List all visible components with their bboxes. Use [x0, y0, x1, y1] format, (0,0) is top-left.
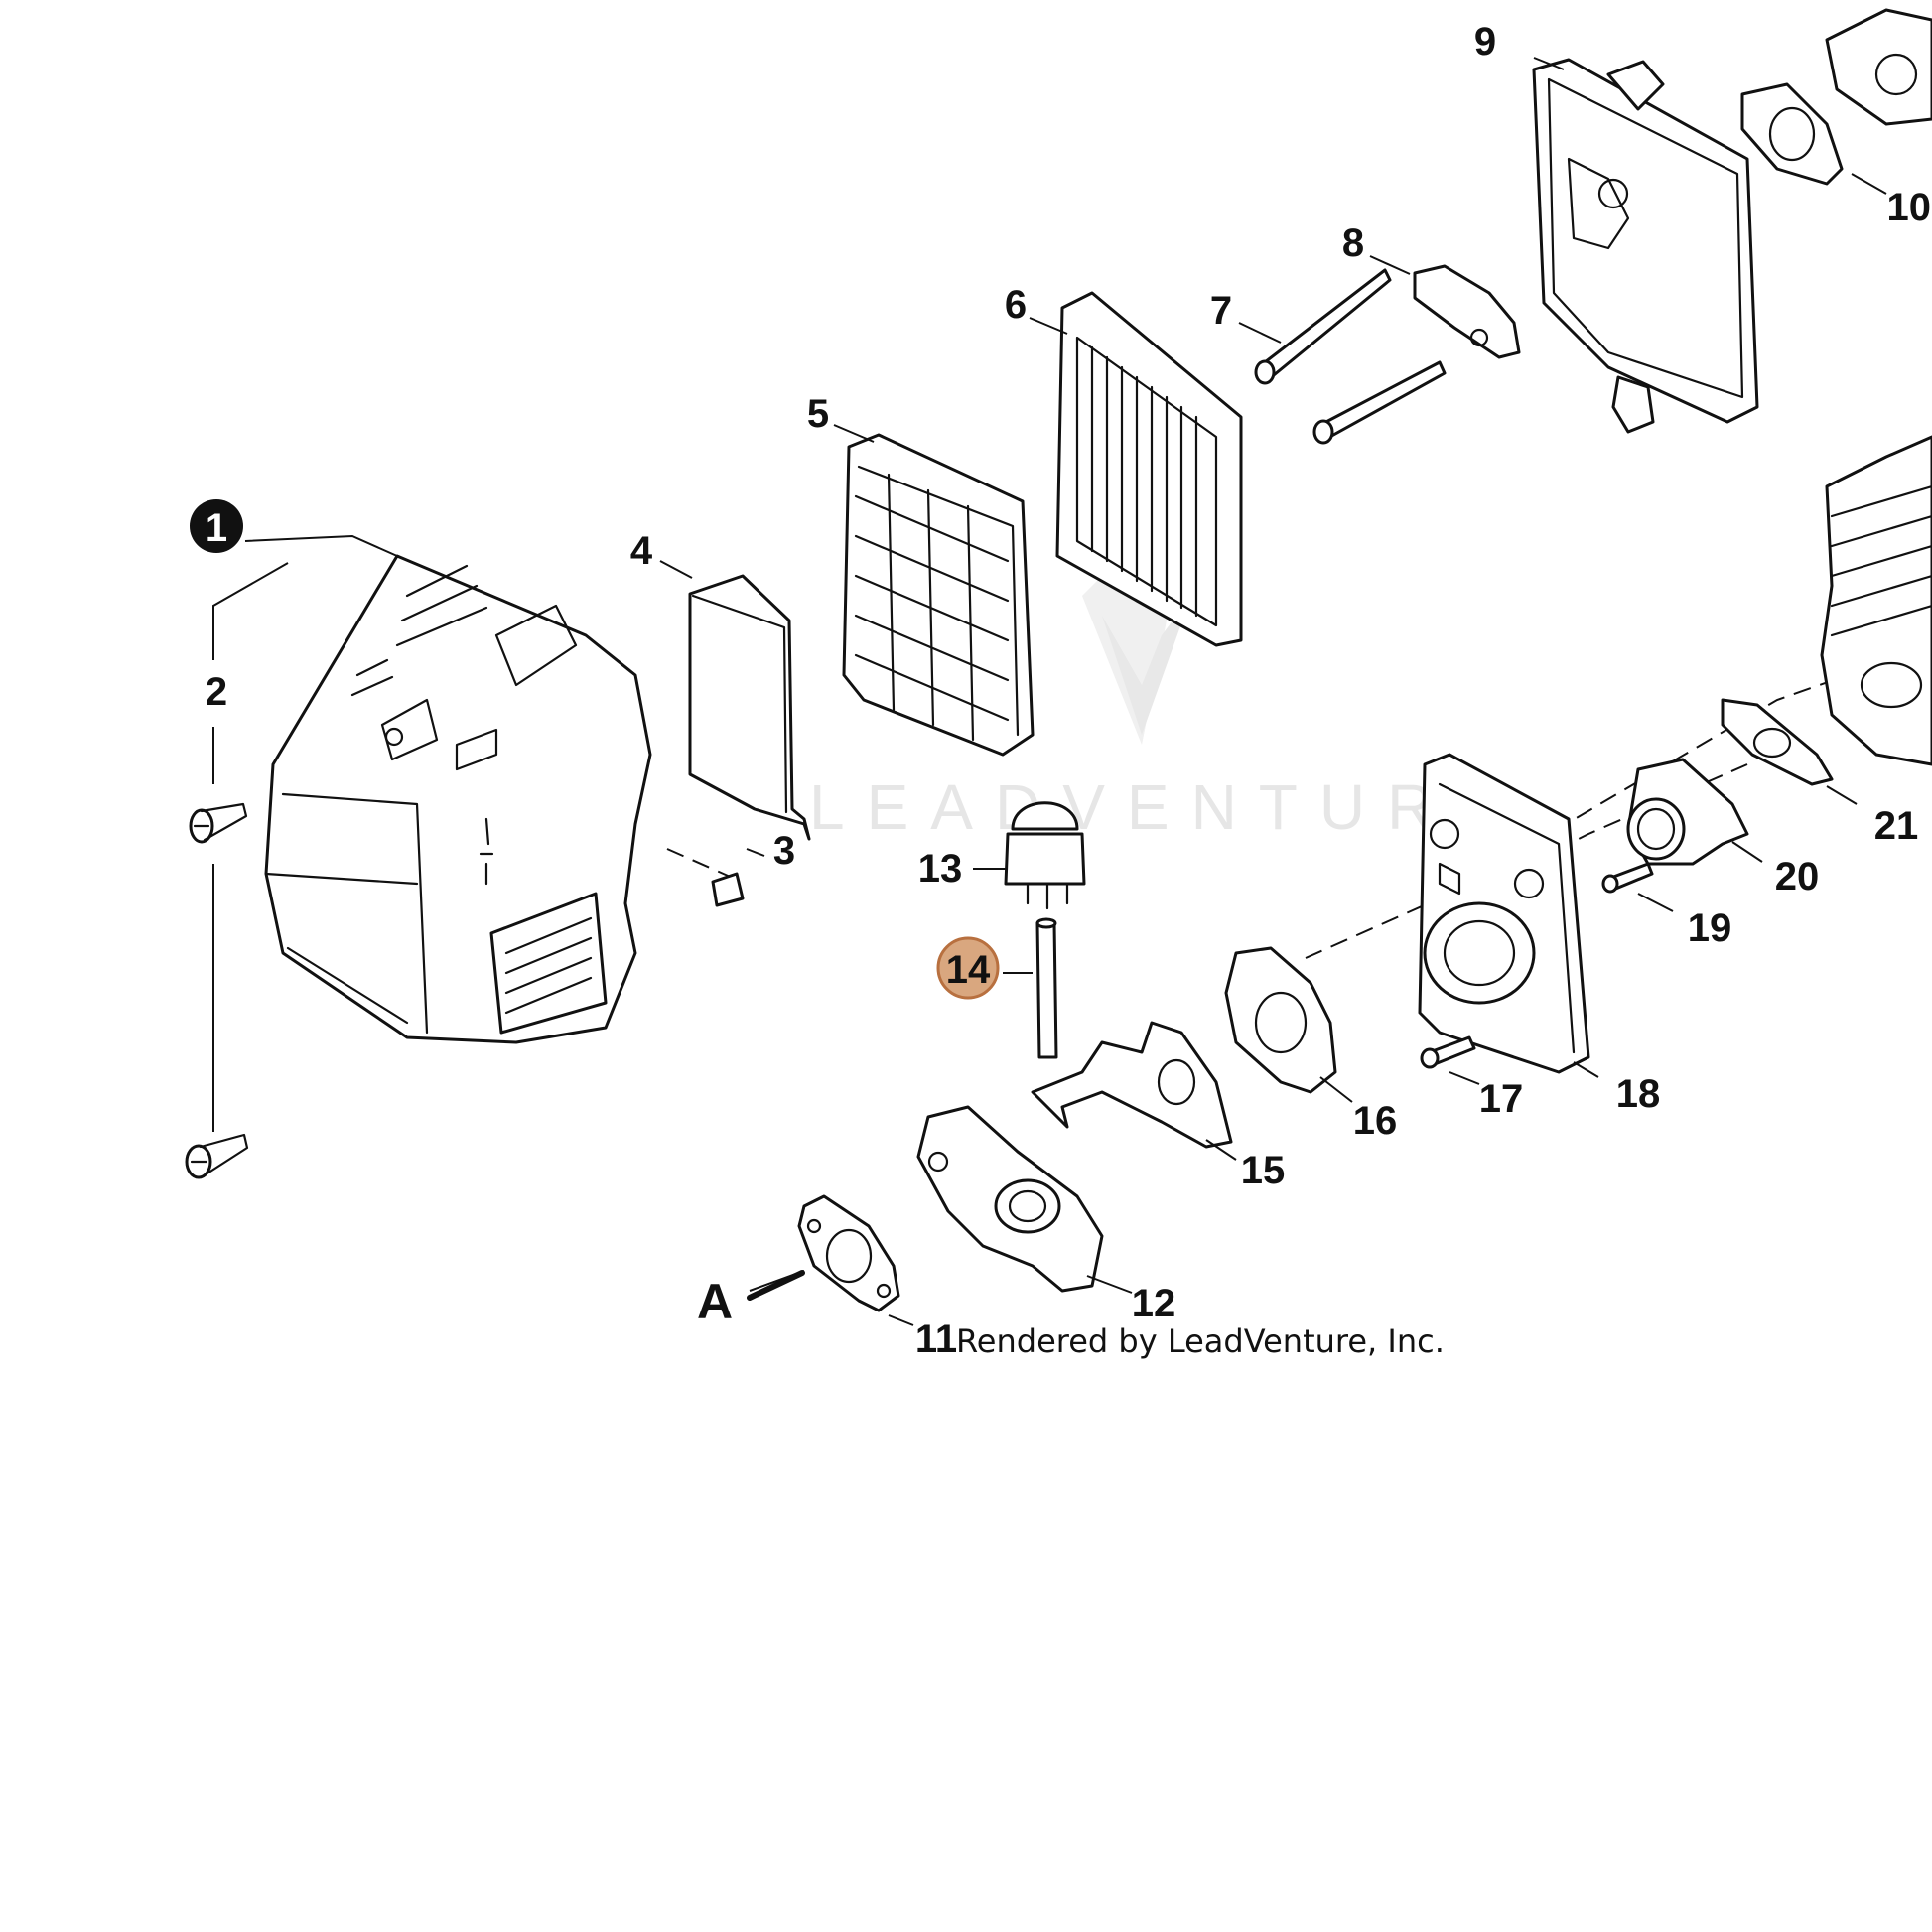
engine-cylinder-part — [1820, 435, 1932, 766]
callout-1-circle — [190, 499, 243, 553]
callout-5: 5 — [807, 392, 829, 436]
small-screw-part-19 — [1601, 862, 1654, 894]
label-sticker-part — [711, 872, 745, 907]
callout-9: 9 — [1474, 20, 1496, 64]
prefilter-pad-part — [688, 574, 811, 841]
callout-8: 8 — [1342, 221, 1364, 265]
leader-lines — [212, 57, 1887, 1326]
callout-10: 10 — [1887, 186, 1932, 229]
callout-4: 4 — [630, 529, 653, 573]
view-marker-letter: A — [697, 1274, 733, 1329]
screw-upper — [189, 802, 248, 844]
intake-gasket-part — [1721, 698, 1834, 786]
callout-21: 21 — [1874, 804, 1919, 848]
intake-flange-part — [1626, 758, 1749, 866]
carb-gasket-part-11 — [797, 1194, 900, 1312]
render-credit: Rendered by LeadVenture, Inc. — [956, 1322, 1445, 1360]
intake-bracket-part — [1031, 1021, 1233, 1149]
callout-17: 17 — [1479, 1077, 1524, 1121]
callout-11: 11 — [915, 1317, 957, 1361]
callout-14: 14 — [946, 948, 991, 992]
callout-13: 13 — [918, 847, 963, 891]
callout-16: 16 — [1353, 1099, 1398, 1143]
callout-18: 18 — [1616, 1072, 1661, 1116]
bracket-plate-part — [1413, 264, 1521, 359]
screw-part-17 — [1420, 1035, 1476, 1069]
long-bolts-part — [1254, 268, 1447, 445]
primer-bulb-part — [1004, 801, 1086, 910]
base-plate-part — [1418, 753, 1590, 1074]
callout-19: 19 — [1688, 906, 1732, 950]
spacer-gasket-part — [1224, 946, 1337, 1094]
view-marker-a: A — [697, 1270, 805, 1329]
callout-15: 15 — [1241, 1149, 1286, 1192]
callout-20: 20 — [1775, 855, 1820, 898]
pleated-filter-part — [1055, 291, 1243, 647]
carb-gasket-part — [1740, 8, 1932, 186]
callout-labels: 1 2 3 4 5 6 7 8 9 10 11 12 13 14 15 16 1… — [190, 20, 1931, 1361]
shroud-cover-part — [264, 554, 652, 1044]
fuel-tube-part — [1035, 917, 1058, 1059]
screw-lower — [185, 1133, 249, 1179]
callout-7: 7 — [1210, 289, 1232, 333]
filter-grid-part — [842, 433, 1035, 757]
filter-housing-part — [1532, 58, 1759, 434]
callout-6: 6 — [1005, 283, 1027, 327]
watermark-text: LEADVENTURE — [809, 771, 1519, 843]
callout-1: 1 — [206, 506, 227, 550]
carb-adapter-part — [916, 1105, 1104, 1293]
callout-3: 3 — [773, 829, 795, 873]
callout-14-highlight — [936, 936, 1000, 1000]
callout-2: 2 — [206, 670, 227, 714]
callout-12: 12 — [1132, 1282, 1176, 1325]
